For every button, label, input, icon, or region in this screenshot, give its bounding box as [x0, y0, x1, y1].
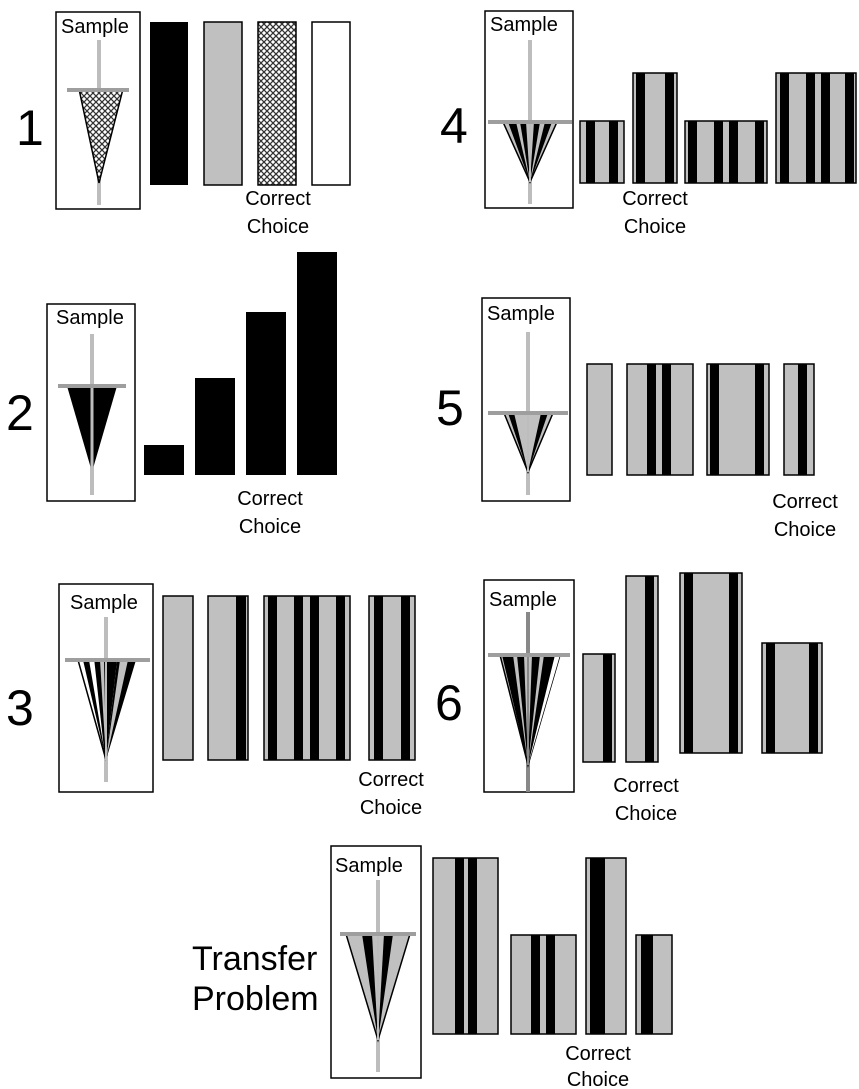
correct-choice-label: Correct [613, 775, 679, 797]
choice-bar [510, 934, 577, 1035]
sample-label: Sample [56, 307, 124, 329]
problem-number: 4 [440, 98, 468, 154]
correct-choice-label: Correct [772, 491, 838, 513]
correct-choice-label: Correct [358, 769, 424, 791]
choices [162, 595, 416, 761]
choice-bar [585, 857, 627, 1035]
sample-box: Sample [330, 845, 422, 1079]
choice-bar [625, 575, 659, 763]
correct-choice-label: Choice [567, 1069, 629, 1089]
sample-label: Sample [489, 589, 557, 611]
choice-bar [684, 120, 768, 184]
sample-label: Sample [490, 14, 558, 36]
choice-bar [263, 595, 351, 761]
choices [144, 252, 337, 475]
problem-number: 5 [436, 380, 464, 436]
choice-bar [203, 21, 243, 186]
choice-bar [783, 363, 815, 476]
transfer-title: Transfer [192, 940, 317, 978]
correct-choice-label: Correct [622, 188, 688, 210]
correct-choice-label: Choice [615, 803, 677, 825]
problem-number: 6 [435, 675, 463, 731]
choice-bar [632, 72, 678, 184]
choices [586, 363, 815, 476]
choice-bar [246, 312, 286, 475]
choice-bar [297, 252, 337, 475]
choice-bar [162, 595, 194, 761]
sample-label: Sample [61, 16, 129, 38]
sample-label: Sample [335, 855, 403, 877]
problem-number: 2 [6, 385, 34, 441]
choice-bar [432, 857, 499, 1035]
correct-choice-label: Correct [237, 488, 303, 510]
problem-number: 1 [16, 100, 44, 156]
choice-bar [257, 21, 297, 186]
correct-choice-label: Choice [624, 216, 686, 238]
choice-bar [679, 572, 743, 754]
correct-choice-label: Correct [245, 188, 311, 210]
sample-label: Sample [70, 592, 138, 614]
correct-choice-label: Choice [774, 519, 836, 541]
correct-choice-label: Choice [247, 216, 309, 238]
choice-bar [761, 642, 823, 754]
choice-bar [311, 21, 351, 186]
choice-bar [195, 378, 235, 475]
choice-bar [626, 363, 694, 476]
problem-5: 5 Sample [436, 297, 838, 541]
sample-box: Sample [46, 303, 136, 502]
problem-4: 4 Sample [440, 10, 857, 238]
choice-bar [579, 120, 625, 184]
problem-3: 3 Sample [6, 583, 424, 819]
problem-6: 6 Sample [435, 572, 823, 825]
choice-bar [582, 653, 616, 763]
choice-bar [775, 72, 857, 184]
sample-box: Sample [55, 11, 141, 210]
choice-bar [706, 363, 770, 476]
problem-2: 2 Sample Correct Choice [6, 252, 337, 538]
sample-box: Sample [483, 579, 575, 793]
choices [579, 72, 857, 184]
correct-choice-label: Choice [239, 516, 301, 538]
choice-bar [207, 595, 249, 761]
transfer-title: Problem [192, 980, 319, 1018]
sample-box: Sample [58, 583, 154, 793]
choice-bar [368, 595, 416, 761]
problem-number: 3 [6, 680, 34, 736]
sample-box: Sample [484, 10, 574, 209]
problem-1: 1 Sample Correct Choice [16, 11, 351, 238]
choices [582, 572, 823, 763]
correct-choice-label: Choice [360, 797, 422, 819]
choice-bar [150, 22, 188, 185]
choice-bar [635, 934, 673, 1035]
sample-box: Sample [481, 297, 571, 502]
choice-bar [144, 445, 184, 475]
sample-label: Sample [487, 303, 555, 325]
choices [150, 21, 351, 186]
correct-choice-label: Correct [565, 1043, 631, 1065]
transfer-problem: Transfer Problem Sample [192, 845, 673, 1089]
choices [432, 857, 673, 1035]
choice-bar [586, 363, 613, 476]
